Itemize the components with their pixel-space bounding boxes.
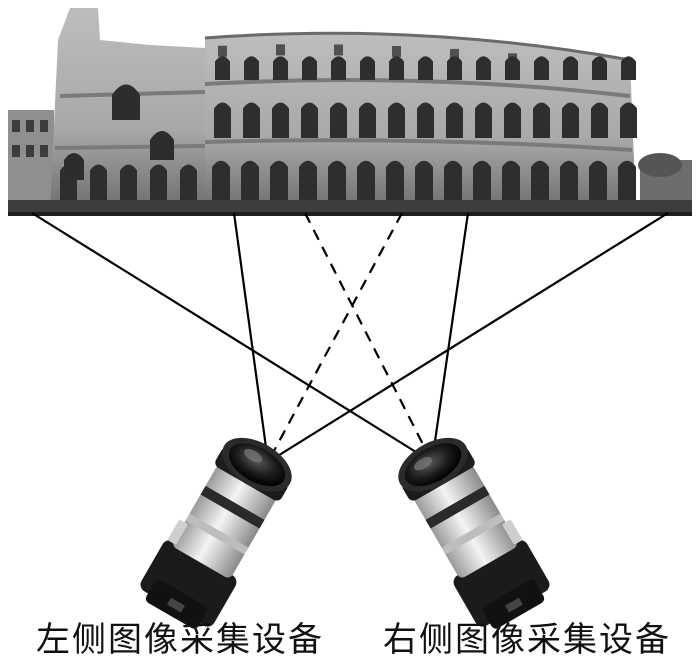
- arch-opening: [120, 165, 137, 202]
- arch-opening: [589, 161, 607, 202]
- left-camera-sight-line-left: [32, 213, 432, 462]
- right-camera-icon: [386, 425, 557, 637]
- arch-opening: [299, 161, 317, 202]
- arch-opening: [215, 56, 230, 80]
- arch-opening: [563, 56, 578, 80]
- left-camera-icon: [134, 425, 305, 637]
- sight-lines: [32, 213, 668, 462]
- arch-opening: [180, 165, 197, 202]
- arch-opening: [302, 56, 317, 80]
- arch-opening: [357, 161, 375, 202]
- arch-opening: [560, 161, 578, 202]
- arch-opening: [621, 56, 636, 80]
- right-camera-sight-line-right: [268, 213, 668, 462]
- arch-opening: [620, 103, 637, 138]
- arch-opening: [150, 165, 167, 202]
- attic-window: [276, 44, 285, 55]
- right-camera-sight-line-left: [234, 213, 268, 462]
- arch-opening: [476, 56, 491, 80]
- arch-opening: [244, 56, 259, 80]
- arch-opening: [447, 56, 462, 80]
- arch-opening: [330, 103, 347, 138]
- overlap-dashed-line-left: [305, 213, 432, 462]
- arch-opening: [531, 161, 549, 202]
- arch-opening: [446, 103, 463, 138]
- arch-opening: [389, 56, 404, 80]
- arch-opening: [212, 161, 230, 202]
- arch-opening: [214, 103, 231, 138]
- overlap-dashed-line-right: [268, 213, 402, 462]
- arch-opening: [272, 103, 289, 138]
- arch-opening: [415, 161, 433, 202]
- arch-opening: [301, 103, 318, 138]
- arch-opening: [360, 56, 375, 80]
- arch-opening: [386, 161, 404, 202]
- arch-opening: [388, 103, 405, 138]
- arch-opening: [444, 161, 462, 202]
- arch-opening: [328, 161, 346, 202]
- arch-opening: [504, 103, 521, 138]
- arch-opening: [618, 161, 636, 202]
- arch-opening: [418, 56, 433, 80]
- arch-opening: [331, 56, 346, 80]
- arch-opening: [592, 56, 607, 80]
- arch-opening: [270, 161, 288, 202]
- attic-window: [218, 46, 227, 57]
- arch-opening: [562, 103, 579, 138]
- arch-opening: [534, 56, 549, 80]
- arch-opening: [90, 165, 107, 202]
- arch-opening: [475, 103, 492, 138]
- arch-opening: [241, 161, 259, 202]
- left-camera-sight-line-right: [432, 213, 468, 462]
- left-device-caption: 左侧图像采集设备: [30, 618, 330, 662]
- arch-opening: [502, 161, 520, 202]
- arch-opening: [505, 56, 520, 80]
- arch-opening: [417, 103, 434, 138]
- arch-opening: [473, 161, 491, 202]
- arch-opening: [533, 103, 550, 138]
- attic-window: [392, 46, 401, 57]
- attic-window: [334, 44, 343, 55]
- arch-opening: [359, 103, 376, 138]
- arch-opening: [243, 103, 260, 138]
- arch-opening: [273, 56, 288, 80]
- colosseum-icon: [8, 8, 692, 216]
- arch-opening: [591, 103, 608, 138]
- right-device-caption: 右侧图像采集设备: [372, 618, 682, 662]
